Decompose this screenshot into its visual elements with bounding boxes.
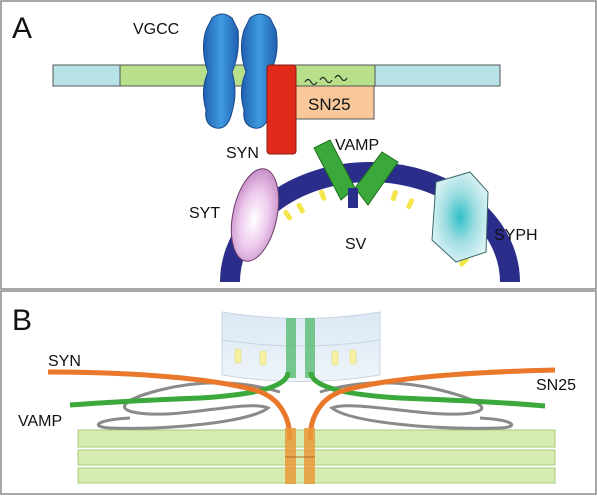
vamp-helix-lines xyxy=(69,371,546,409)
label-syn-a: SYN xyxy=(226,145,259,162)
grey-linker-loops xyxy=(96,381,514,430)
label-vamp-b: VAMP xyxy=(18,413,62,430)
label-syn-b: SYN xyxy=(48,353,81,370)
panel-a-letter: A xyxy=(12,12,32,45)
syph-protein xyxy=(431,171,489,263)
palmitoyl-linker xyxy=(304,74,348,86)
transmembrane-domains xyxy=(285,428,315,484)
panel-b-letter: B xyxy=(12,304,32,337)
label-vamp-a: VAMP xyxy=(335,137,379,154)
label-vgcc: VGCC xyxy=(133,21,179,38)
syn-protein xyxy=(266,64,297,155)
label-sn25-a: SN25 xyxy=(308,95,351,114)
vesicle-membrane-fragment xyxy=(221,311,381,382)
label-syph: SYPH xyxy=(494,227,538,244)
vamp-protein xyxy=(313,139,399,208)
plasma-membrane-lower xyxy=(77,429,556,484)
label-sv: SV xyxy=(345,236,367,253)
syn-helix-lines xyxy=(47,367,556,441)
label-syt: SYT xyxy=(189,205,220,222)
label-sn25-b: SN25 xyxy=(536,377,576,394)
syt-protein xyxy=(230,168,280,262)
